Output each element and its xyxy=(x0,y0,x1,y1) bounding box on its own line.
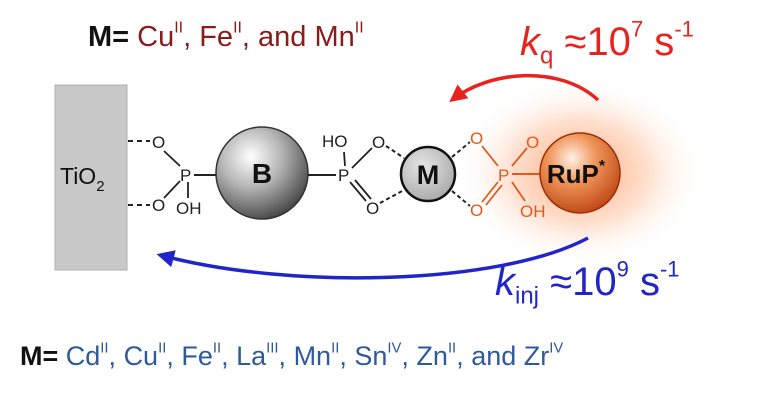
bottom-metal-3: LaIII, xyxy=(236,340,294,371)
svg-text:P: P xyxy=(180,166,191,185)
svg-text:HO: HO xyxy=(322,132,348,151)
bridge-label: B xyxy=(252,158,272,189)
svg-text:OH: OH xyxy=(520,202,546,221)
svg-text:O: O xyxy=(526,133,539,152)
metal-bond-right-lower xyxy=(451,190,471,207)
metal-label: M xyxy=(417,160,440,190)
bottom-metal-5: SnIV, xyxy=(354,340,417,371)
metal-bond-left-lower xyxy=(379,189,405,204)
bottom-metal-2: FeII, xyxy=(181,340,237,371)
metal-center xyxy=(399,145,457,203)
bottom-metal-list: M= CdII, CuII, FeII, LaIII, MnII, SnIV, … xyxy=(20,340,564,371)
metal-bond-left-upper xyxy=(385,145,405,159)
svg-text:P: P xyxy=(338,166,349,185)
bottom-metal-7: ZrIV xyxy=(523,340,564,371)
bottom-metal-6: ZnII, and xyxy=(416,340,524,371)
injection-rate-label: kinj ≈109 s-1 xyxy=(495,256,680,310)
svg-text:OH: OH xyxy=(176,199,202,218)
rup-dye-sphere xyxy=(539,132,621,214)
tio2-label: TiO2 xyxy=(60,163,105,195)
left-phosphonate: O O P OH xyxy=(152,133,218,218)
svg-text:O: O xyxy=(152,196,165,215)
svg-text:O: O xyxy=(152,133,165,152)
quench-rate-label: kq ≈107 s-1 xyxy=(520,16,694,70)
top-metal-2: MnII xyxy=(314,19,364,53)
top-metal-0: CuII, xyxy=(137,19,200,53)
bottom-metal-1: CuII, xyxy=(123,340,182,371)
dye-phosphonate: O O P O OH xyxy=(470,129,546,221)
svg-text:O: O xyxy=(372,133,385,152)
metal-bond-right-upper xyxy=(451,141,471,158)
top-metal-list: M= CuII, FeII, and MnII xyxy=(88,19,364,53)
rup-label: RuP* xyxy=(547,158,606,189)
quench-arrow xyxy=(449,73,600,103)
svg-text:O: O xyxy=(470,201,483,220)
injection-arrow xyxy=(156,236,589,280)
bridge-sphere xyxy=(215,126,309,220)
bottom-metal-4: MnII, xyxy=(293,340,355,371)
svg-text:P: P xyxy=(498,166,509,185)
top-metal-1: FeII, and xyxy=(199,19,315,53)
svg-text:O: O xyxy=(470,129,483,148)
middle-phosphonate: P HO O O xyxy=(308,132,385,218)
tio2-surface xyxy=(54,84,128,271)
bottom-metal-0: CdII, xyxy=(65,340,124,371)
svg-text:O: O xyxy=(366,199,379,218)
